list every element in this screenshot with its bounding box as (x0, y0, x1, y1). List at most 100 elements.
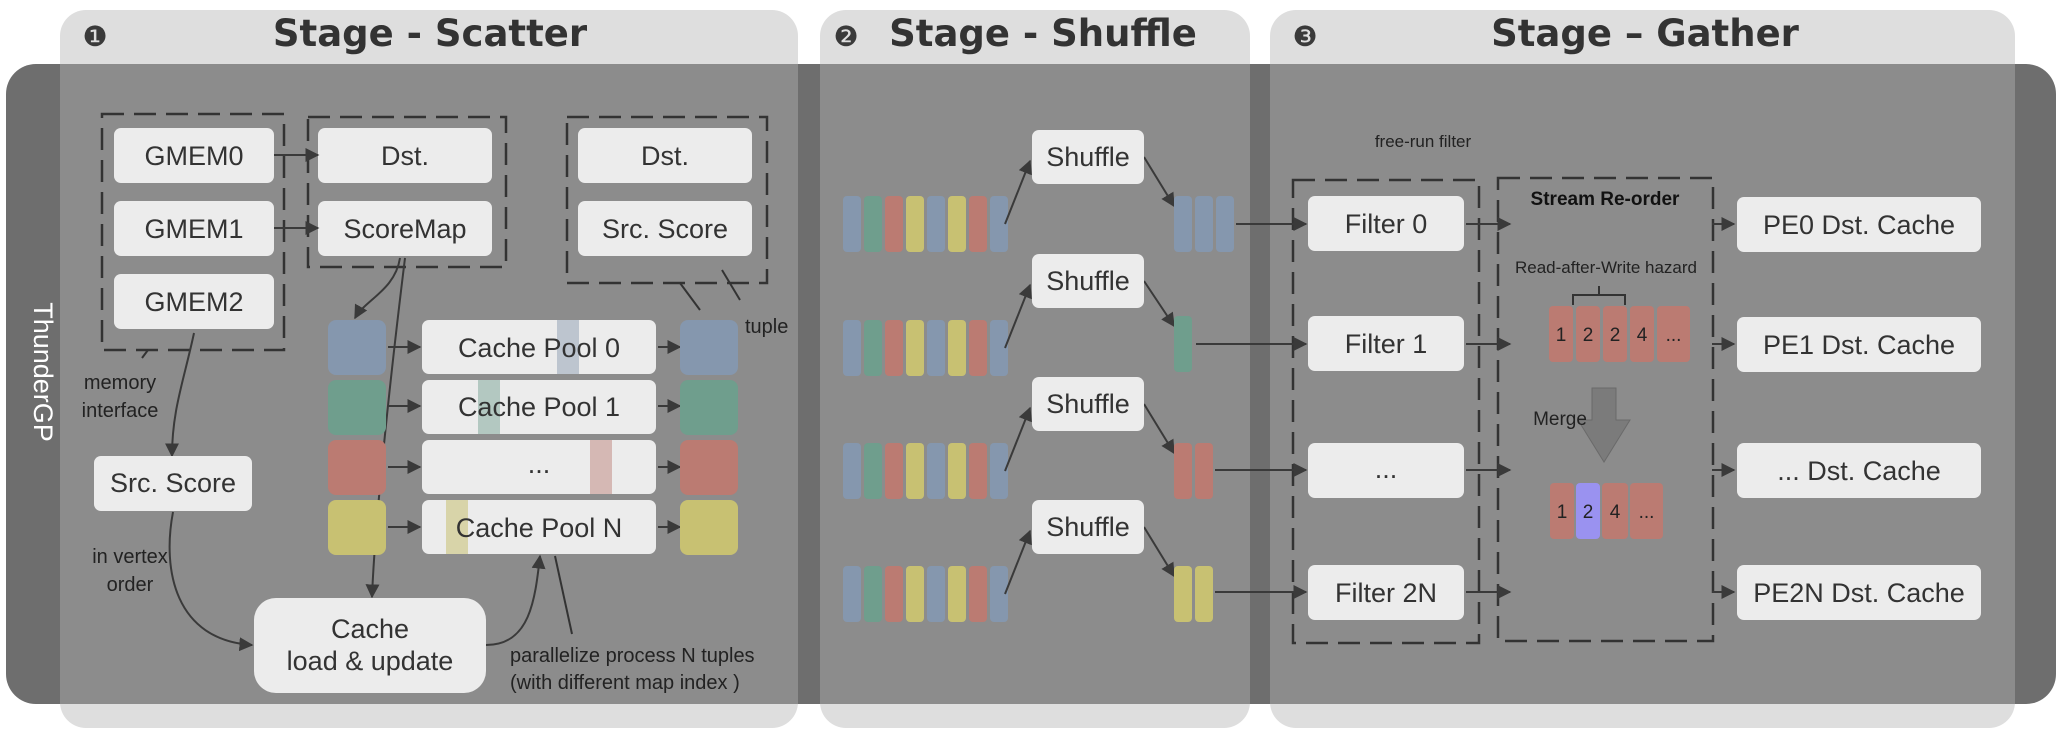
cache-pool-ellipsis: ... (422, 440, 656, 494)
cache-pool-1: Cache Pool 1 (422, 380, 656, 434)
gmem0-box: GMEM0 (114, 128, 274, 183)
stream-1-block-1 (864, 320, 882, 376)
parallel-line2: (with different map index ) (510, 672, 740, 694)
dst-box: Dst. (318, 128, 492, 183)
stream-3-block-1 (864, 566, 882, 622)
stream-0-block-0 (843, 196, 861, 252)
src-score-right-label: Src. Score (602, 214, 728, 244)
ellipsis-cache-box: ... Dst. Cache (1737, 443, 1981, 498)
merge-label: Merge (1533, 409, 1587, 430)
stream-2-block-1 (864, 443, 882, 499)
pe2n-cache-box: PE2N Dst. Cache (1737, 565, 1981, 620)
stream-1-block-4 (927, 320, 945, 376)
input-square-blue (328, 320, 386, 375)
filter-0-label: Filter 0 (1345, 209, 1428, 239)
stream-1-block-2 (885, 320, 903, 376)
memory-interface-tick (141, 349, 149, 359)
stage-2-number: ❷ (833, 21, 858, 52)
dst-right-label: Dst. (641, 141, 689, 171)
cache-to-pool-arrow (485, 554, 546, 646)
stream-0-block-6 (969, 196, 987, 252)
stream-1-block-0 (843, 320, 861, 376)
src-score-label: Src. Score (110, 468, 236, 498)
shuffle-label-3: Shuffle (1046, 512, 1130, 542)
seq-before-cell-4 (1657, 306, 1690, 362)
seq-after-cell-2 (1602, 483, 1628, 539)
vertex-order-line2: order (107, 574, 154, 596)
shuffle-1-to-output-arrow (1143, 280, 1175, 328)
hazard-bracket (1572, 286, 1626, 305)
scoremap-to-input-arrow (354, 257, 401, 320)
filter-2n-label: Filter 2N (1335, 578, 1437, 608)
stream-2-block-7 (990, 443, 1008, 499)
shuffle-2-output-block-1 (1195, 443, 1213, 499)
cache-pool-1-label: Cache Pool 1 (458, 392, 620, 422)
gmem2-to-src-arrow (165, 332, 195, 458)
gmem1-label: GMEM1 (144, 214, 243, 244)
seq-after-cell-text-1: 2 (1583, 502, 1594, 523)
stream-0-block-3 (906, 196, 924, 252)
reorder-title: Stream Re-order (1531, 189, 1680, 210)
seq-before-cell-text-0: 1 (1556, 325, 1567, 346)
stream-0-block-2 (885, 196, 903, 252)
free-run-label: free-run filter (1375, 132, 1472, 151)
seq-before-cell-text-2: 2 (1610, 325, 1621, 346)
stream-2-block-5 (948, 443, 966, 499)
seq-after-cell-text-2: 4 (1610, 502, 1621, 523)
stream-1-to-shuffle-arrow (1004, 283, 1032, 349)
shuffle-3-output-block-0 (1174, 566, 1192, 622)
cache-pool-0-label: Cache Pool 0 (458, 333, 620, 363)
shuffle-1-output-block-0 (1174, 316, 1192, 372)
dst-scoremap-group (306, 115, 508, 269)
shuffle-box-3: Shuffle (1032, 500, 1144, 554)
src-score-right-box: Src. Score (578, 201, 752, 256)
gmem-group (100, 112, 286, 352)
cache-update-line1: Cache (331, 614, 409, 644)
shuffle-0-output-block-1 (1195, 196, 1213, 252)
dst-label: Dst. (381, 141, 429, 171)
seq-before-cell-0 (1549, 306, 1573, 362)
filter-2n-box: Filter 2N (1308, 565, 1464, 620)
src-score-box: Src. Score (94, 456, 252, 511)
stream-3-block-4 (927, 566, 945, 622)
shuffle-2-output-block-0 (1174, 443, 1192, 499)
cache-update-box: Cache load & update (254, 598, 486, 693)
gmem0-label: GMEM0 (144, 141, 243, 171)
pe2n-cache-label: PE2N Dst. Cache (1753, 578, 1965, 608)
seq-before-cell-text-1: 2 (1583, 325, 1594, 346)
dst-right-box: Dst. (578, 128, 752, 183)
memory-label: memory (84, 372, 156, 394)
stream-3-block-7 (990, 566, 1008, 622)
merge-arrow-icon (1577, 387, 1631, 463)
output-square-green (680, 380, 738, 435)
seq-after-cell-1 (1576, 483, 1600, 539)
tuple-label: tuple (745, 316, 788, 338)
pe1-cache-box: PE1 Dst. Cache (1737, 317, 1981, 372)
shuffle-box-0: Shuffle (1032, 130, 1144, 184)
pe0-cache-box: PE0 Dst. Cache (1737, 197, 1981, 252)
stage-1-title: Stage - Scatter (273, 12, 588, 55)
stream-1-block-5 (948, 320, 966, 376)
cache-pool-n: Cache Pool N (422, 500, 656, 554)
seq-before-cell-3 (1630, 306, 1654, 362)
seq-after-cell-text-3: ... (1639, 502, 1655, 523)
stream-2-block-6 (969, 443, 987, 499)
stream-2-block-2 (885, 443, 903, 499)
stream-0-block-4 (927, 196, 945, 252)
stream-1-block-6 (969, 320, 987, 376)
shuffle-3-to-output-arrow (1143, 526, 1175, 578)
stage-3-number: ❸ (1292, 21, 1317, 52)
stream-2-block-3 (906, 443, 924, 499)
cache-update-line2: load & update (287, 646, 454, 676)
interface-label: interface (82, 400, 159, 422)
tuple-pointer-1 (679, 282, 701, 311)
filter-0-box: Filter 0 (1308, 196, 1464, 251)
stream-1-block-3 (906, 320, 924, 376)
stream-3-block-6 (969, 566, 987, 622)
cache-pool-0: Cache Pool 0 (422, 320, 656, 374)
parallel-line1: parallelize process N tuples (510, 645, 755, 667)
shuffle-3-output-block-1 (1195, 566, 1213, 622)
